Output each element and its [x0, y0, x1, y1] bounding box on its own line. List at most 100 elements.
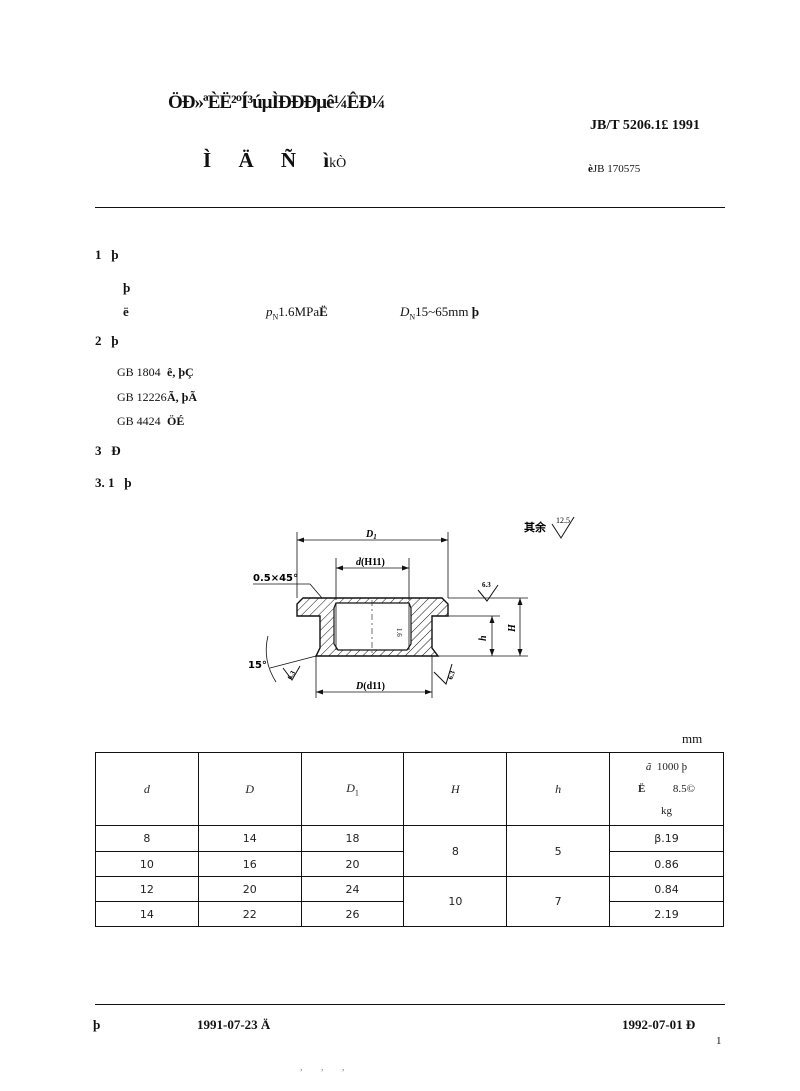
chamfer-note: 0.5×45°: [253, 573, 298, 584]
header-rule: [95, 207, 725, 208]
column-header-d: d: [95, 752, 199, 826]
document-subtitle: Ì Ä Ñ ìkÒ: [203, 148, 346, 173]
subtitle-glyph: Ñ: [280, 148, 297, 172]
cell-D: 14: [197, 825, 302, 852]
cell-weight: 0.86: [609, 851, 724, 877]
reference-item: GB 4424 ÖÉ: [117, 414, 317, 429]
section-1-heading: 1 þ: [95, 247, 118, 263]
cell-D: 22: [197, 901, 302, 927]
weight-header-line: Ë 8.5©: [638, 783, 695, 795]
reference-glyph: ÖÉ: [167, 414, 185, 428]
angle-leader: [269, 655, 317, 669]
nominal-diameter-spec: DN15~65mm þ: [400, 304, 479, 322]
dimension-d-label: d(H11): [356, 557, 385, 568]
footer-rule: [95, 1004, 725, 1005]
section-number: 2: [95, 333, 102, 348]
weight-header-line: ã 1000 þ: [645, 761, 688, 773]
angle-arc: [265, 635, 277, 683]
faint-footer-text: , , ,: [300, 1062, 353, 1073]
dimension-arrows: [517, 598, 523, 656]
cell-D: 20: [197, 876, 302, 902]
rest-roughness-value: 12.5: [556, 516, 570, 525]
section-2-heading: 2 þ: [95, 333, 118, 349]
section-glyph: þ: [124, 475, 132, 490]
footer-issuer: þ: [93, 1017, 101, 1032]
roughness-symbol: [282, 665, 301, 681]
dn-symbol: D: [400, 304, 410, 319]
reference-code: GB 1804: [117, 365, 161, 379]
reference-item: GB 1804 ê, þÇ: [117, 365, 317, 380]
reference-code: GB 12226: [117, 390, 167, 404]
rest-roughness-label: 其余: [524, 520, 547, 534]
unit-label: mm: [682, 731, 703, 746]
column-header-H: H: [403, 752, 508, 826]
bore: [333, 602, 412, 651]
pressure-spec: pN1.6MPaË: [266, 304, 328, 322]
roughness-value: 6.3: [482, 581, 491, 589]
cell-weight: 0.84: [609, 876, 724, 902]
replaces-note: èJB 170575: [588, 163, 640, 175]
roughness-symbol: [551, 516, 575, 539]
reference-item: GB 12226 Ã, þÃ: [117, 390, 317, 405]
text-glyph: þ: [471, 304, 479, 319]
column-header-D1: D1: [300, 752, 405, 826]
reference-code: GB 4424: [117, 414, 161, 428]
cell-h: 5: [506, 825, 611, 877]
issue-date: 1991-07-23 Ä: [197, 1017, 271, 1032]
section-glyph: þ: [111, 333, 119, 348]
dimension-D-label: D(d11): [355, 681, 385, 692]
section-1-line-1: þ: [123, 280, 131, 295]
standard-number: JB/T 5206.1£ 1991: [590, 118, 700, 133]
dimension-D1-label: D1: [365, 529, 377, 541]
leader-line: [309, 583, 323, 599]
pressure-value: 1.6MPa: [278, 304, 320, 319]
subtitle-glyph: kÒ: [329, 156, 347, 171]
section-3-1-heading: 3. 1 þ: [95, 475, 131, 491]
bushing-drawing: 其余 12.5 D1 d(H11) 0.5×45° 1.6 6.3 h H D(…: [248, 516, 575, 698]
subtitle-glyph: Ä: [238, 148, 254, 172]
weight-header-unit: kg: [661, 805, 673, 817]
cell-D1: 26: [300, 901, 405, 927]
section-glyph: Ð: [111, 443, 121, 458]
section-number: 3. 1: [95, 475, 115, 490]
cell-weight: β.19: [609, 825, 724, 852]
column-header-D: D: [197, 752, 302, 826]
dn-subscript: N: [409, 312, 416, 322]
subtitle-glyph: ì: [323, 148, 330, 172]
inner-roughness: 1.6: [395, 628, 403, 637]
roughness-symbol: [433, 663, 453, 685]
cell-H: 10: [403, 876, 508, 927]
cell-weight: 2.19: [609, 901, 724, 927]
implementation-date: 1992-07-01 Ð: [622, 1017, 696, 1032]
cell-d: 10: [95, 851, 199, 877]
pressure-symbol: p: [266, 304, 273, 319]
cell-D1: 20: [300, 851, 405, 877]
angle-label: 15°: [248, 660, 267, 671]
document-title: ÖÐ»ªÈË²ºÍ³úµÌÐÐÐµê¼ÊÐ¼: [168, 92, 385, 113]
table-row: 10 16 20 0.86: [95, 851, 724, 877]
cell-h: 7: [506, 876, 611, 927]
dimension-H-label: H: [507, 623, 518, 633]
dn-value: 15~65mm: [415, 304, 469, 319]
section-1-line-2: ë pN1.6MPaË DN15~65mm þ: [123, 304, 523, 322]
table-row: 12 20 24 10 7 0.84: [95, 876, 724, 927]
section-glyph: þ: [111, 247, 119, 262]
cell-H: 8: [403, 825, 508, 877]
replaces-standard: JB 170575: [592, 163, 641, 175]
roughness-value: 6.3: [286, 669, 298, 681]
cell-d: 8: [95, 825, 199, 852]
column-header-weight: ã 1000 þ Ë 8.5© kg: [609, 752, 724, 826]
roughness-symbol: [477, 584, 499, 602]
cell-d: 12: [95, 876, 199, 902]
column-header-h: h: [506, 752, 611, 826]
cell-D1: 24: [300, 876, 405, 902]
cell-D1: 18: [300, 825, 405, 852]
table-row: 14 22 26 2.19: [95, 901, 724, 927]
cell-D: 16: [197, 851, 302, 877]
section-3-heading: 3 Ð: [95, 443, 121, 459]
replaces-glyph: è: [588, 163, 593, 175]
table-row: 8 14 18 8 5 β.19: [95, 825, 724, 877]
subtitle-glyph: Ì: [203, 148, 212, 172]
cell-d: 14: [95, 901, 199, 927]
dimension-table: d D D1 H h ã 1000 þ Ë 8.5© kg 8 14 18 8 …: [95, 752, 724, 927]
